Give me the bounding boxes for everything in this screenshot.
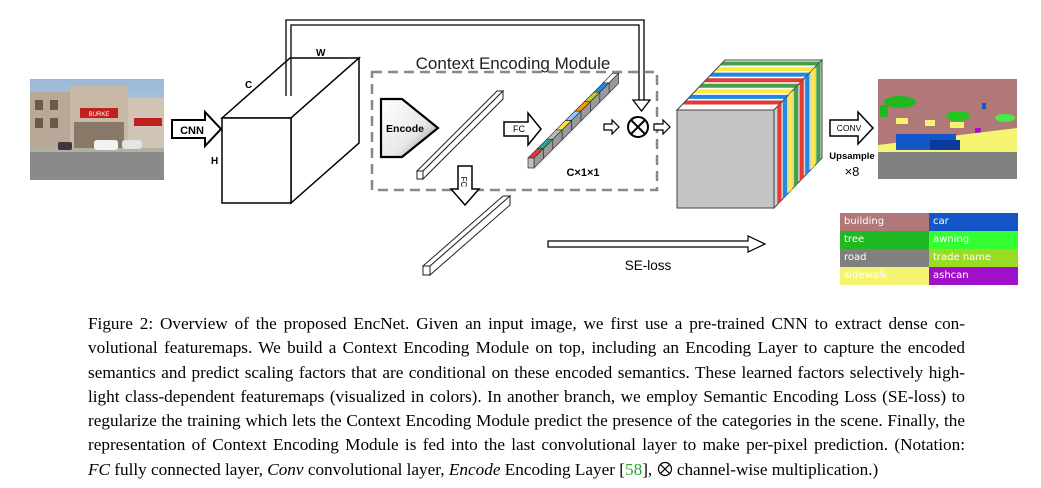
multiply-symbol <box>627 116 649 138</box>
se-loss-arrow <box>547 235 767 253</box>
scaled-featuremap-cube <box>675 58 824 210</box>
vector-label: C×1×1 <box>566 167 599 179</box>
caption-line: representation of Context Encoding Modul… <box>88 435 965 455</box>
legend-item: car <box>929 213 1018 231</box>
module-title: Context Encoding Module <box>416 54 611 73</box>
dim-c-label: C <box>245 80 252 91</box>
input-image: BURKE <box>30 79 164 180</box>
conv-arrow: CONV <box>829 110 875 146</box>
encode-block: Encode <box>379 97 440 159</box>
caption-encode-text: Encoding Layer [ <box>500 459 626 479</box>
feature-stripe-side <box>810 67 815 170</box>
from-multiply-arrow <box>653 118 671 136</box>
cnn-label: CNN <box>180 125 204 137</box>
encode-label: Encode <box>386 123 424 135</box>
legend-item: awning <box>929 231 1018 249</box>
legend-item: trade name <box>929 249 1018 267</box>
skip-connection <box>285 19 652 113</box>
legend-item: road <box>840 249 929 267</box>
feature-stripe-side <box>788 90 793 193</box>
feature-stripe-top <box>687 94 789 99</box>
feature-stripe-side <box>816 61 821 164</box>
se-branch-vector <box>421 194 512 277</box>
segmentation-output <box>878 79 1017 179</box>
module-box <box>370 70 659 192</box>
fc-down-arrow: FC <box>449 165 481 207</box>
feature-stripe-side <box>799 79 804 182</box>
vector-front <box>527 157 535 169</box>
conv-label: CONV <box>837 123 862 133</box>
feature-stripe-top <box>719 61 821 66</box>
otimes-icon <box>657 460 673 484</box>
caption-conv-text: convolutional layer, <box>303 459 449 479</box>
dim-w-label: W <box>316 48 326 59</box>
caption-line: volutional featuremaps. We build a Conte… <box>88 338 965 358</box>
feature-stripe-side <box>794 85 799 188</box>
feature-stripe-top <box>703 78 805 83</box>
legend-item: building <box>840 213 929 231</box>
feature-stripe-side <box>805 73 810 176</box>
caption-conv: Conv <box>267 459 304 479</box>
caption-encode: Encode <box>448 459 501 479</box>
upsample-factor: ×8 <box>845 164 860 179</box>
svg-text:BURKE: BURKE <box>89 112 110 118</box>
fc-label: FC <box>513 124 525 134</box>
caption-notation-line: FC fully connected layer, Conv convoluti… <box>88 458 965 484</box>
feature-stripe-side <box>782 96 787 199</box>
upsample-label: Upsample <box>829 151 874 162</box>
fc-down-label: FC <box>459 177 468 188</box>
dim-h-label: H <box>211 156 218 167</box>
feature-stripe-top <box>698 83 800 88</box>
feature-stripe-top <box>693 89 794 94</box>
caption-fc: FC <box>88 459 110 479</box>
to-multiply-arrow <box>603 118 620 136</box>
feature-stripe-top <box>709 72 810 77</box>
vector-cell-side <box>608 72 619 94</box>
encoded-vector <box>415 89 505 181</box>
legend-item: sidewalk <box>840 267 929 285</box>
figure-caption: Figure 2: Overview of the proposed EncNe… <box>88 312 965 484</box>
legend-item: ashcan <box>929 267 1018 285</box>
caption-line: semantics and predict scaling factors th… <box>88 362 965 382</box>
cnn-arrow: CNN <box>171 109 223 149</box>
feature-stripe-top <box>682 100 784 105</box>
citation-link[interactable]: 58 <box>625 459 643 479</box>
scaling-vector <box>527 72 620 169</box>
legend-item: tree <box>840 231 929 249</box>
caption-ref-close: ], <box>642 459 657 479</box>
encnet-diagram: BURKE CNN W C H Context Encoding Module … <box>30 19 1017 277</box>
feature-stripe-side <box>777 102 782 205</box>
fc-arrow: FC <box>503 110 542 148</box>
caption-fc-text: fully connected layer, <box>109 459 268 479</box>
cube-front <box>676 109 775 209</box>
caption-line: light class-dependent featuremaps (visua… <box>88 386 965 406</box>
se-loss-label: SE-loss <box>625 258 672 273</box>
feature-stripe-top <box>714 67 816 72</box>
caption-line: Figure 2: Overview of the proposed EncNe… <box>88 314 965 333</box>
caption-otimes-text: channel-wise multiplication.) <box>672 459 879 479</box>
caption-line: regularize the training which lets the C… <box>88 411 965 431</box>
